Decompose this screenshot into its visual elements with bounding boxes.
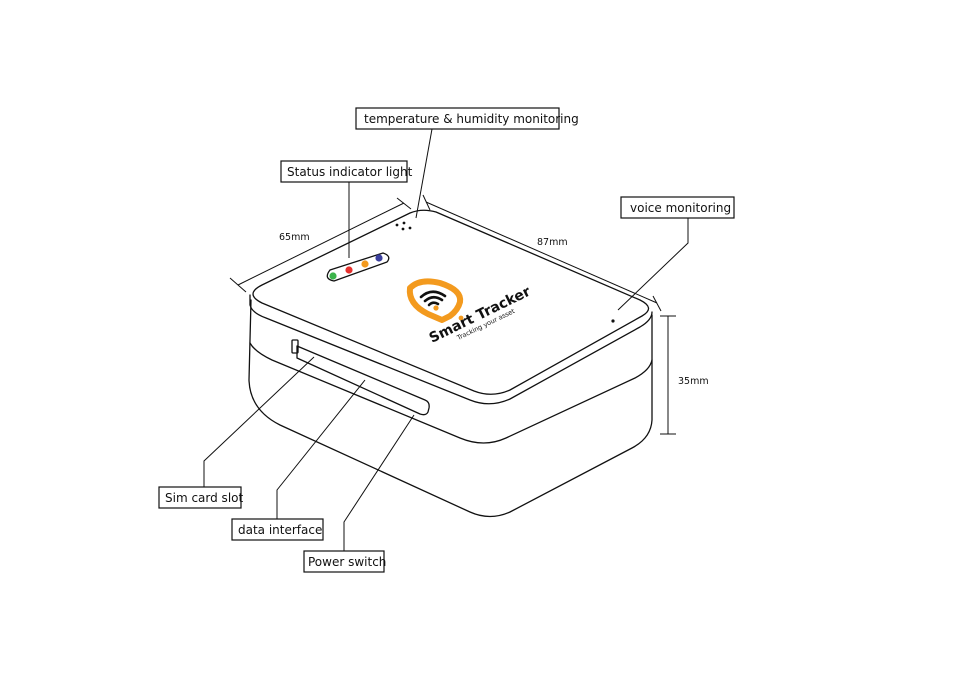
length-label: 87mm xyxy=(537,237,568,248)
power-switch-callout-label: Power switch xyxy=(308,555,386,569)
sim-slot-callout-label: Sim card slot xyxy=(165,491,243,505)
sim-card-slot-opening xyxy=(291,339,299,354)
width-label: 65mm xyxy=(279,232,310,243)
dimension-width: 65mm xyxy=(229,197,412,293)
device-lid-top xyxy=(252,209,650,395)
voice-callout-label: voice monitoring xyxy=(630,201,731,215)
wifi-signal-icon xyxy=(419,290,447,307)
dimension-length: 87mm xyxy=(422,194,662,312)
callout-power-switch: Power switch xyxy=(303,550,386,573)
device-lid-edge xyxy=(249,294,653,405)
device-lower-body xyxy=(248,299,653,518)
sensor-holes xyxy=(395,221,412,231)
smart-tracker-logo: Smart Tracker Tracking your asset xyxy=(406,278,533,347)
indicator-light-green xyxy=(329,272,337,280)
logo-accent-dot xyxy=(458,315,464,321)
leader-lines xyxy=(203,128,689,552)
callout-status-light: Status indicator light xyxy=(280,160,413,183)
temperature-callout-label: temperature & humidity monitoring xyxy=(364,112,579,126)
dimension-height: 35mm xyxy=(660,315,709,435)
height-label: 35mm xyxy=(678,376,709,387)
tracker-device: Smart Tracker Tracking your asset xyxy=(248,209,653,518)
indicator-light-blue xyxy=(375,254,383,262)
indicator-light-orange xyxy=(361,260,369,268)
side-slot xyxy=(296,345,430,416)
callout-data-interface: data interface xyxy=(231,518,324,541)
data-interface-callout-label: data interface xyxy=(238,523,322,537)
location-pin-logo-icon xyxy=(406,278,464,323)
device-seam xyxy=(249,342,653,444)
logo-dot xyxy=(433,305,439,311)
status-light-callout-label: Status indicator light xyxy=(287,165,413,179)
callout-temperature: temperature & humidity monitoring xyxy=(355,107,579,130)
callout-voice: voice monitoring xyxy=(620,196,735,219)
status-indicator-strip xyxy=(326,252,390,282)
voice-pinhole xyxy=(611,319,615,323)
indicator-light-red xyxy=(345,266,353,274)
callout-sim-slot: Sim card slot xyxy=(158,486,243,509)
